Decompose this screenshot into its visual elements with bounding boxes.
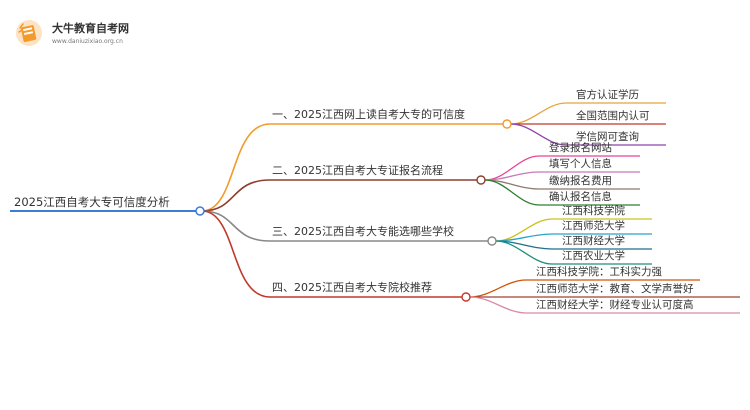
leaf-topic: 确认报名信息 xyxy=(549,191,612,203)
leaf-topic: 全国范围内认可 xyxy=(576,110,650,122)
branch-connector xyxy=(201,210,271,242)
branch-topic: 二、2025江西自考大专证报名流程 xyxy=(272,164,443,177)
leaf-topic: 江西师范大学：教育、文学声誉好 xyxy=(536,283,694,295)
branch-node xyxy=(502,119,512,129)
branch-node xyxy=(461,292,471,302)
leaf-connector xyxy=(510,102,567,125)
book-icon xyxy=(16,20,42,46)
root-node xyxy=(195,206,205,216)
leaf-topic: 江西农业大学 xyxy=(562,250,625,262)
branch-connector xyxy=(201,123,271,212)
leaf-topic: 官方认证学历 xyxy=(576,89,639,101)
leaf-topic: 江西财经大学 xyxy=(562,235,625,247)
leaf-topic: 登录报名网站 xyxy=(549,142,612,154)
branch-connector xyxy=(201,179,271,212)
root-topic: 2025江西自考大专可信度分析 xyxy=(14,195,170,209)
leaf-topic: 江西科技学院：工科实力强 xyxy=(536,266,662,278)
branch-topic: 四、2025江西自考大专院校推荐 xyxy=(272,281,432,294)
leaf-topic: 江西科技学院 xyxy=(562,205,625,217)
leaf-connector xyxy=(469,279,527,298)
leaf-connector xyxy=(495,240,553,265)
leaf-connector xyxy=(510,123,567,146)
leaf-topic: 填写个人信息 xyxy=(549,158,612,170)
leaf-topic: 江西师范大学 xyxy=(562,220,625,232)
leaf-topic: 江西财经大学：财经专业认可度高 xyxy=(536,299,694,311)
leaf-topic: 学信网可查询 xyxy=(576,131,639,143)
branch-topic: 一、2025江西网上读自考大专的可信度 xyxy=(272,108,465,121)
leaf-connector xyxy=(495,233,553,242)
branch-node xyxy=(487,236,497,246)
leaf-connector xyxy=(484,179,540,206)
branch-connector xyxy=(201,210,271,298)
site-logo: 大牛教育自考网 www.daniuzixiao.org.cn xyxy=(14,16,129,50)
branch-node xyxy=(476,175,486,185)
logo-title: 大牛教育自考网 xyxy=(52,22,129,35)
leaf-topic: 缴纳报名费用 xyxy=(549,175,612,187)
logo-url: www.daniuzixiao.org.cn xyxy=(52,38,123,45)
leaf-connector xyxy=(469,296,527,314)
branch-topic: 三、2025江西自考大专能选哪些学校 xyxy=(272,225,454,238)
